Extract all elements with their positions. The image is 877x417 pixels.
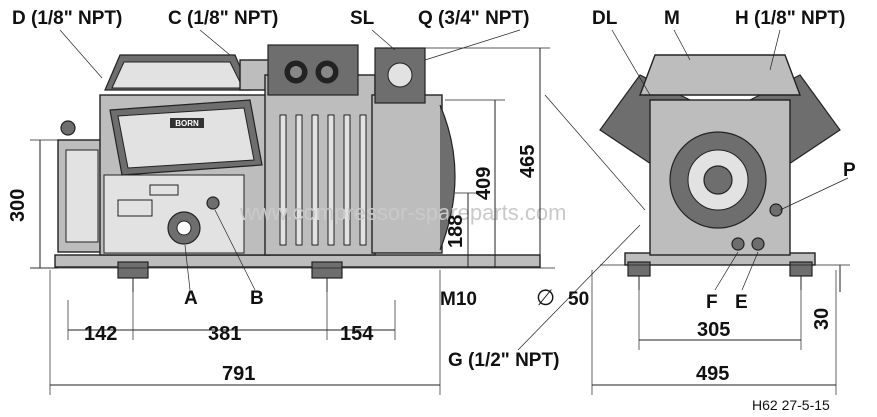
label-m10: M10: [440, 289, 477, 310]
watermark: www.compressor-spareparts.com: [239, 200, 566, 225]
label-f: F: [706, 292, 718, 313]
label-d: D (1/8" NPT): [12, 8, 122, 29]
label-dl: DL: [592, 8, 618, 29]
small-plate: [149, 184, 179, 196]
end-right-foot: [789, 261, 813, 277]
port-b: [206, 196, 220, 210]
cylinder-head-face: [117, 107, 255, 169]
dim-188: 188: [445, 215, 467, 248]
left-foot: [117, 261, 149, 279]
port-p: [769, 203, 783, 217]
dim-305: 305: [697, 319, 730, 341]
port-f: [731, 237, 745, 251]
label-p: P: [843, 160, 856, 181]
end-view: [599, 54, 841, 290]
label-c: C (1/8" NPT): [168, 8, 278, 29]
brand-plate: [170, 118, 204, 128]
dim-791: 791: [222, 363, 255, 385]
brand-plate-text: BORN: [175, 119, 199, 128]
drawing-code: H62 27-5-15: [752, 397, 830, 413]
port-d-fitting: [60, 120, 76, 136]
dim-300: 300: [7, 189, 29, 222]
port-e: [751, 237, 765, 251]
top-cylinder-head-face: [111, 61, 244, 89]
end-bearing: [703, 165, 733, 195]
dimension-lines: [30, 29, 850, 395]
motor-end-cover: [65, 149, 99, 243]
dim-30: 30: [811, 308, 833, 330]
suction-valve-port: [387, 62, 413, 88]
port-a: [176, 220, 192, 236]
suction-end: [371, 94, 443, 254]
label-h: H (1/8" NPT): [735, 8, 845, 29]
label-q: Q (3/4" NPT): [418, 8, 529, 29]
suction-dome: [439, 104, 456, 251]
label-phi-value: 50: [568, 289, 589, 310]
dim-154: 154: [340, 323, 374, 345]
top-bank-head: [638, 54, 802, 96]
dim-142: 142: [84, 323, 117, 345]
label-g: G (1/2" NPT): [448, 350, 559, 371]
suction-valve: [374, 47, 426, 104]
dim-495: 495: [696, 363, 729, 385]
terminal-gland-1-inner: [290, 66, 302, 78]
terminal-box: [267, 44, 359, 96]
terminal-gland-2-inner: [321, 66, 333, 78]
label-a: A: [184, 288, 198, 309]
label-e: E: [735, 292, 748, 313]
nameplate: [117, 199, 153, 217]
middle-foot: [311, 261, 343, 279]
cooling-fins: [279, 114, 367, 246]
label-phi: ∅: [536, 285, 555, 310]
label-b: B: [250, 288, 264, 309]
side-view: BORN: [54, 44, 541, 292]
label-m: M: [664, 8, 680, 29]
label-sl: SL: [350, 8, 375, 29]
dim-465: 465: [517, 145, 539, 178]
dim-409: 409: [473, 167, 495, 200]
dim-381: 381: [208, 323, 241, 345]
end-left-foot: [627, 261, 651, 277]
